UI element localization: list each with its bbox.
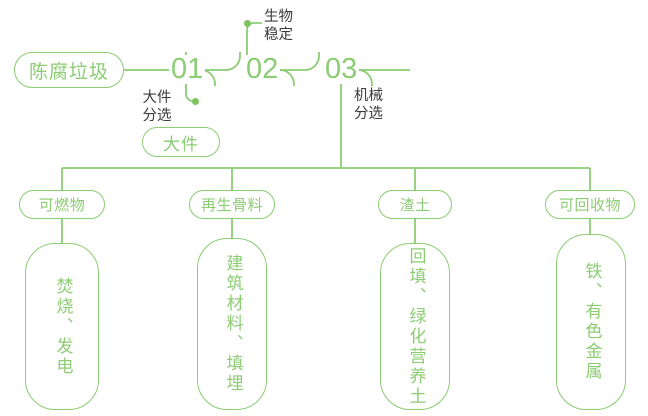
destination-box-4[interactable]: 铁、有色金属 [556, 234, 626, 410]
category-pill-4[interactable]: 可回收物 [545, 190, 635, 219]
process-label-03: 机械 分选 [354, 88, 383, 123]
category-pill-1[interactable]: 可燃物 [19, 190, 105, 219]
destination-text-3: 回填、绿化营养土 [406, 246, 426, 407]
connector-dot-01 [192, 98, 199, 105]
step-number-01[interactable]: 01 [169, 53, 206, 85]
arc-03-bottomright [357, 69, 373, 86]
arc-02-topleft [225, 52, 241, 71]
output-pill-bulky[interactable]: 大件 [142, 127, 220, 157]
destination-text-1: 焚烧、发电 [53, 276, 73, 377]
destination-box-2[interactable]: 建筑材料、填埋 [197, 238, 267, 410]
destination-text-2: 建筑材料、填埋 [223, 254, 243, 394]
connector-dot-02 [244, 20, 251, 27]
destination-box-1[interactable]: 焚烧、发电 [25, 243, 99, 410]
source-pill[interactable]: 陈腐垃圾 [14, 52, 124, 88]
category-pill-2[interactable]: 再生骨料 [189, 190, 275, 219]
arc-03-topleft [304, 52, 320, 71]
arc-02-bottomright [279, 69, 295, 86]
process-label-02: 生物 稳定 [264, 9, 293, 44]
destination-text-4: 铁、有色金属 [582, 262, 602, 382]
riser-02-to-label [246, 22, 262, 56]
process-label-01: 大件 分选 [142, 90, 172, 125]
destination-box-3[interactable]: 回填、绿化营养土 [380, 243, 450, 410]
step-number-03[interactable]: 03 [323, 53, 360, 85]
step-number-02[interactable]: 02 [244, 53, 281, 85]
category-pill-3[interactable]: 渣土 [378, 190, 452, 219]
